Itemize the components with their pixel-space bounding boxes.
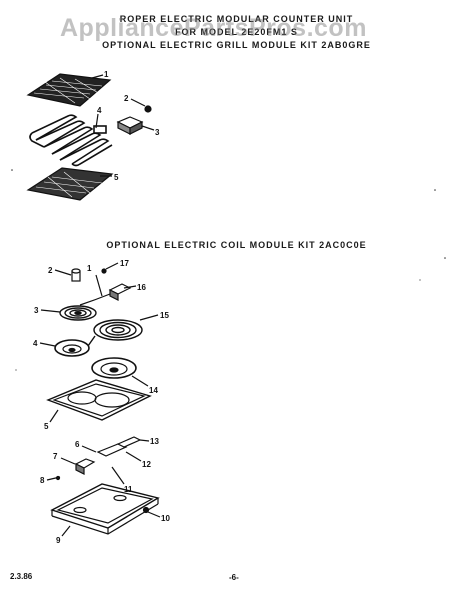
coil-connector-bracket xyxy=(96,436,142,457)
large-surface-coil xyxy=(87,319,143,347)
coil-callout-3: 3 xyxy=(34,306,39,315)
coil-screw-17 xyxy=(101,268,107,274)
coil-bottom-pan xyxy=(50,483,160,535)
coil-callout-4: 4 xyxy=(33,339,38,348)
coil-screw-10 xyxy=(142,506,150,514)
grill-grate xyxy=(26,73,112,107)
grill-callout-5: 5 xyxy=(114,173,119,182)
page-title-line2: FOR MODEL 2E20FM1 S xyxy=(175,27,298,37)
coil-module-title: OPTIONAL ELECTRIC COIL MODULE KIT 2AC0C0… xyxy=(106,240,367,250)
coil-callout-15: 15 xyxy=(160,311,169,320)
coil-callout-7: 7 xyxy=(53,452,58,461)
coil-receptacle xyxy=(74,458,96,475)
large-drip-bowl xyxy=(91,357,137,379)
grill-drip-pan xyxy=(26,167,114,201)
scan-specks xyxy=(11,169,446,371)
coil-callout-2: 2 xyxy=(48,266,53,275)
coil-callout-9: 9 xyxy=(56,536,61,545)
coil-callout-14: 14 xyxy=(149,386,158,395)
grill-receptacle xyxy=(116,116,144,135)
coil-callout-12: 12 xyxy=(142,460,151,469)
coil-callout-13: 13 xyxy=(150,437,159,446)
grill-callout-1: 1 xyxy=(104,70,109,79)
page-title-line1: ROPER ELECTRIC MODULAR COUNTER UNIT xyxy=(119,14,354,24)
grill-module-title: OPTIONAL ELECTRIC GRILL MODULE KIT 2AB0G… xyxy=(102,40,371,50)
coil-callout-5: 5 xyxy=(44,422,49,431)
footer-date: 2.3.86 xyxy=(10,572,33,581)
coil-callout-10: 10 xyxy=(161,514,170,523)
coil-terminal-block xyxy=(108,283,132,301)
coil-callout-6: 6 xyxy=(75,440,80,449)
grill-callouts: 1 2 3 4 5 xyxy=(97,70,160,182)
small-drip-bowl xyxy=(54,339,90,357)
grill-heating-element xyxy=(29,114,113,167)
coil-callout-17: 17 xyxy=(120,259,129,268)
grill-screw xyxy=(144,105,152,113)
coil-top-plate xyxy=(46,379,152,421)
coil-callout-16: 16 xyxy=(137,283,146,292)
coil-callout-8: 8 xyxy=(40,476,45,485)
grill-callout-2: 2 xyxy=(124,94,129,103)
coil-callout-1: 1 xyxy=(87,264,92,273)
coil-callouts: 1 2 3 4 5 6 7 8 9 10 11 12 13 14 15 16 1… xyxy=(33,259,170,545)
small-surface-coil xyxy=(59,305,97,321)
watermark: AppliancePartsPros.com xyxy=(60,14,367,42)
grill-callout-4: 4 xyxy=(97,106,102,115)
coil-callout-11: 11 xyxy=(124,485,133,494)
footer-page-number: -6- xyxy=(229,573,239,582)
coil-knob xyxy=(71,268,81,282)
grill-callout-3: 3 xyxy=(155,128,160,137)
